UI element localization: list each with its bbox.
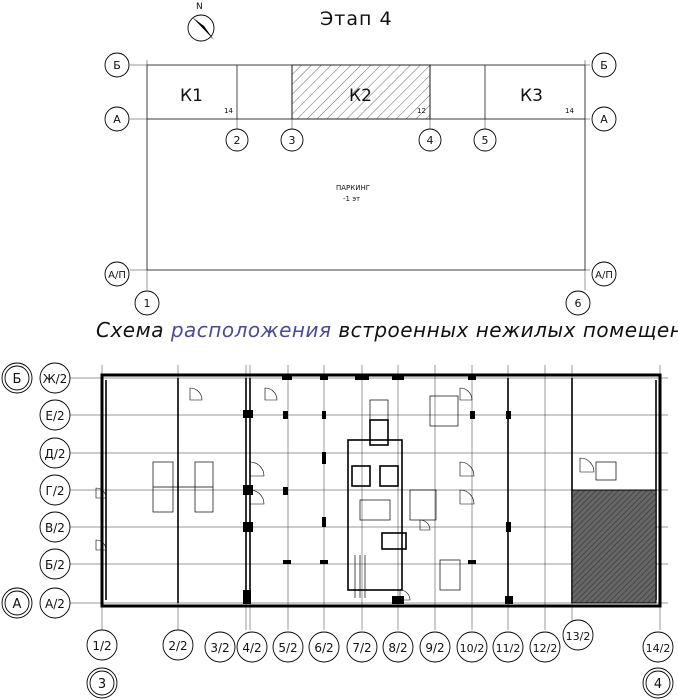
axis-bubble-left-b: Б bbox=[104, 52, 130, 78]
col-bubble-2-2: 2/2 bbox=[162, 629, 194, 661]
col-bubble-7-2: 7/2 bbox=[346, 631, 378, 663]
axis-bubble-right-ap: А/П bbox=[591, 261, 617, 287]
row-bubble-e2: Е/2 bbox=[39, 399, 71, 431]
section-k1: К1 bbox=[180, 86, 203, 106]
svg-text:3/2: 3/2 bbox=[210, 641, 229, 655]
svg-text:5: 5 bbox=[482, 134, 489, 147]
col-bubble-4-2: 4/2 bbox=[236, 631, 268, 663]
svg-text:А: А bbox=[600, 113, 608, 126]
stair-left bbox=[152, 461, 214, 513]
col-bubble-3-2: 3/2 bbox=[204, 631, 236, 663]
svg-text:Б: Б bbox=[600, 59, 608, 72]
columns bbox=[243, 374, 513, 604]
svg-text:5/2: 5/2 bbox=[278, 641, 297, 655]
parking-label: ПАРКИНГ bbox=[336, 184, 370, 192]
north-label: N bbox=[196, 2, 203, 12]
scheme-title-part1: Схема bbox=[96, 318, 171, 342]
svg-text:9/2: 9/2 bbox=[425, 641, 444, 655]
outer-wall bbox=[100, 373, 662, 608]
row-bubble-b2: Б/2 bbox=[39, 548, 71, 580]
svg-text:4: 4 bbox=[427, 134, 434, 147]
svg-text:Е/2: Е/2 bbox=[45, 409, 64, 423]
svg-text:Б: Б bbox=[113, 59, 121, 72]
col-bubble-13-2: 13/2 bbox=[562, 619, 594, 651]
section-k2-label: 12 bbox=[417, 107, 426, 115]
svg-text:2/2: 2/2 bbox=[168, 639, 187, 653]
col-bubble-6-2: 6/2 bbox=[308, 631, 340, 663]
svg-text:Г/2: Г/2 bbox=[46, 484, 65, 498]
axis-bubble-right-b: Б bbox=[591, 52, 617, 78]
axis-bubble-2: 2 bbox=[225, 128, 249, 152]
stage-title: Этап 4 bbox=[320, 8, 393, 30]
svg-text:8/2: 8/2 bbox=[388, 641, 407, 655]
col-bubble-1-2: 1/2 bbox=[86, 629, 118, 661]
svg-text:11/2: 11/2 bbox=[496, 642, 521, 655]
parking-level: -1 эт bbox=[343, 195, 360, 203]
col-bubble-12-2: 12/2 bbox=[529, 631, 561, 663]
axis-bubble-main-4: 4 bbox=[642, 667, 674, 699]
svg-text:4: 4 bbox=[654, 677, 662, 692]
svg-text:А: А bbox=[113, 113, 121, 126]
svg-text:Б: Б bbox=[13, 372, 22, 387]
top-plan: К1 14 К2 12 К3 14 ПАРКИНГ -1 эт Б А А/П … bbox=[104, 52, 617, 316]
svg-text:6/2: 6/2 bbox=[314, 641, 333, 655]
axis-bubble-5: 5 bbox=[473, 128, 497, 152]
svg-text:Д/2: Д/2 bbox=[44, 447, 65, 461]
section-k3-label: 14 bbox=[565, 107, 574, 115]
axis-bubble-1: 1 bbox=[134, 290, 160, 316]
col-bubble-8-2: 8/2 bbox=[382, 631, 414, 663]
row-bubble-a2: А/2 bbox=[39, 587, 71, 619]
axis-bubble-right-a: А bbox=[591, 106, 617, 132]
axis-bubble-6: 6 bbox=[565, 290, 591, 316]
svg-text:3: 3 bbox=[98, 677, 106, 692]
col-bubble-11-2: 11/2 bbox=[492, 631, 524, 663]
hatched-premise bbox=[571, 489, 657, 604]
axis-bubble-main-a: А bbox=[1, 587, 33, 619]
axis-bubble-main-b: Б bbox=[1, 362, 33, 394]
section-k3: К3 bbox=[520, 86, 543, 106]
axis-bubble-left-ap: А/П bbox=[104, 261, 130, 287]
svg-text:2: 2 bbox=[234, 134, 241, 147]
svg-text:12/2: 12/2 bbox=[533, 642, 558, 655]
axis-bubble-left-a: А bbox=[104, 106, 130, 132]
svg-text:6: 6 bbox=[575, 297, 582, 310]
svg-text:А: А bbox=[13, 597, 22, 612]
north-arrow-icon: N bbox=[187, 2, 215, 42]
col-bubble-9-2: 9/2 bbox=[419, 631, 451, 663]
svg-text:13/2: 13/2 bbox=[566, 630, 591, 643]
svg-text:1/2: 1/2 bbox=[92, 639, 111, 653]
section-k1-label: 14 bbox=[224, 107, 233, 115]
svg-text:Б/2: Б/2 bbox=[45, 558, 65, 572]
svg-text:4/2: 4/2 bbox=[242, 641, 261, 655]
row-bubble-d2: Д/2 bbox=[39, 437, 71, 469]
axis-bubble-3: 3 bbox=[280, 128, 304, 152]
svg-text:Ж/2: Ж/2 bbox=[43, 372, 68, 386]
svg-text:7/2: 7/2 bbox=[352, 641, 371, 655]
col-bubble-14-2: 14/2 bbox=[642, 631, 674, 663]
col-bubble-5-2: 5/2 bbox=[272, 631, 304, 663]
axis-bubble-4: 4 bbox=[418, 128, 442, 152]
svg-text:3: 3 bbox=[289, 134, 296, 147]
bottom-plan: Б А Ж/2 Е/2 Д/2 Г/2 В/2 Б/2 А/2 1/2 2/2 … bbox=[1, 362, 674, 699]
col-bubble-10-2: 10/2 bbox=[456, 631, 488, 663]
svg-text:А/2: А/2 bbox=[45, 597, 65, 611]
axis-bubble-main-3: 3 bbox=[86, 667, 118, 699]
svg-text:10/2: 10/2 bbox=[460, 642, 485, 655]
section-k2: К2 bbox=[349, 86, 372, 106]
scheme-title-part3: встроенных нежилых помещений bbox=[331, 318, 678, 342]
row-bubble-g2: Г/2 bbox=[39, 474, 71, 506]
scheme-title: Схема расположения встроенных нежилых по… bbox=[96, 318, 678, 342]
row-bubble-zh2: Ж/2 bbox=[39, 362, 71, 394]
row-bubble-v2: В/2 bbox=[39, 511, 71, 543]
svg-text:14/2: 14/2 bbox=[646, 642, 671, 655]
svg-text:А/П: А/П bbox=[595, 270, 613, 281]
central-core bbox=[347, 395, 617, 598]
svg-text:А/П: А/П bbox=[108, 270, 126, 281]
svg-text:В/2: В/2 bbox=[45, 521, 65, 535]
svg-text:1: 1 bbox=[144, 297, 151, 310]
scheme-title-part2: расположения bbox=[170, 318, 332, 342]
